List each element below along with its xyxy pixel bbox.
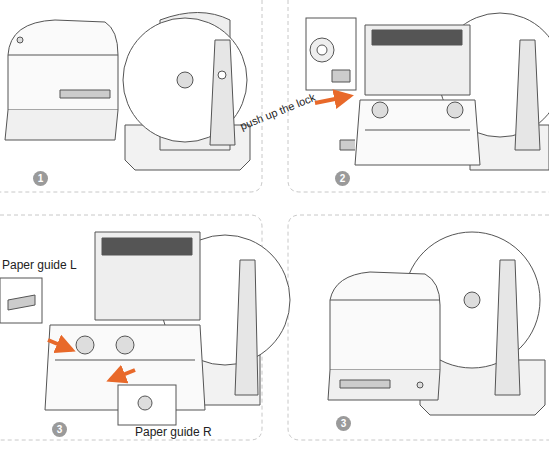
part-label: Paper guide R [135, 425, 212, 439]
panel-4-drawing [328, 232, 545, 415]
lock-arrow [315, 96, 350, 103]
callout-number: 1 [33, 171, 48, 186]
panel-borders [0, 0, 549, 440]
guide-arrow-l [48, 340, 72, 350]
panel-2-drawing [306, 13, 549, 170]
panel-1-drawing [5, 13, 250, 171]
part-label: Paper guide L [2, 258, 77, 272]
callout-number: 2 [335, 171, 350, 186]
guide-arrow-r [110, 370, 135, 380]
panel-3-drawing [0, 232, 290, 425]
callout-number: 3 [336, 416, 351, 431]
callout-number: 3 [52, 422, 67, 437]
instruction-label: push up the lock [238, 90, 318, 133]
